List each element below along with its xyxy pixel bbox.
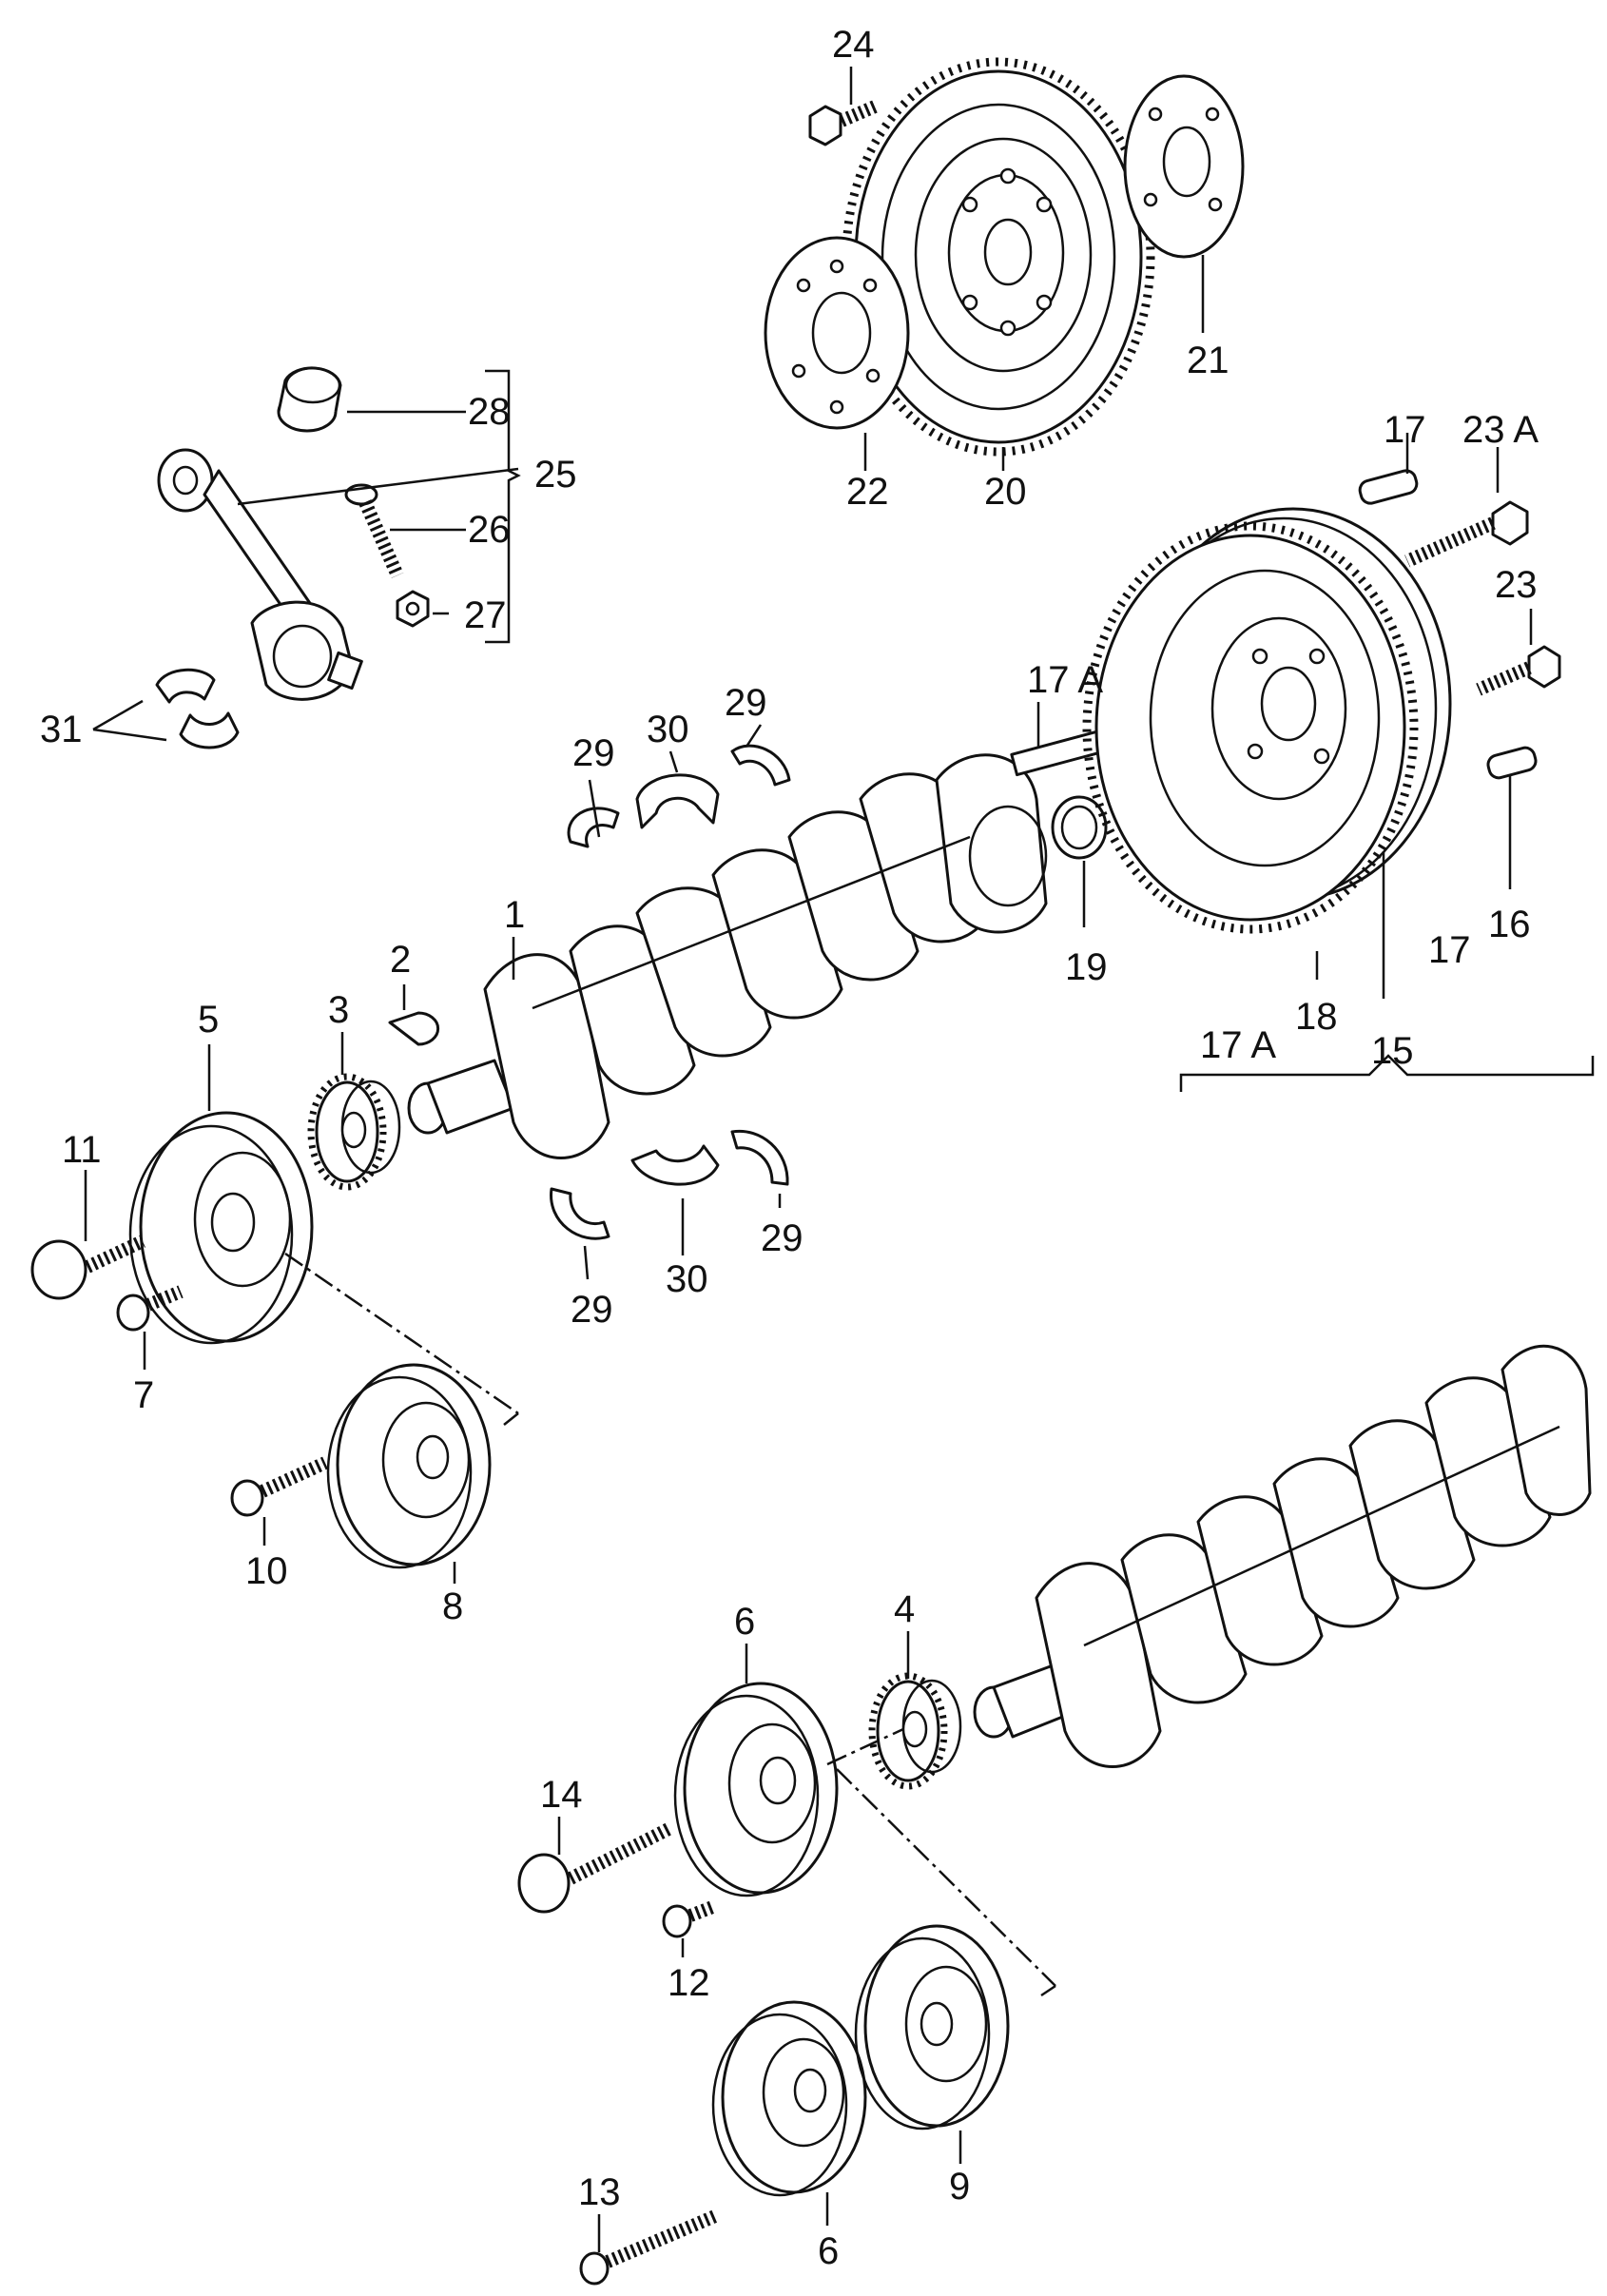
bolt-icon (344, 483, 404, 578)
callout-3: 3 (328, 989, 349, 1031)
callout-29-a: 29 (725, 682, 767, 724)
callout-6-top: 6 (734, 1601, 755, 1643)
callout-20: 20 (984, 471, 1027, 513)
woodruff-key-icon (388, 1011, 440, 1046)
group-brackets (485, 369, 1595, 1092)
callout-21: 21 (1187, 340, 1229, 381)
callout-26: 26 (468, 509, 511, 551)
callout-24: 24 (832, 24, 875, 66)
bolt-icon (1404, 500, 1561, 696)
pulley-icon (854, 1924, 1010, 2131)
callout-14: 14 (540, 1774, 583, 1816)
bolt-icon (517, 1821, 718, 2286)
connecting-rod-icon (157, 448, 363, 701)
callout-4: 4 (894, 1588, 915, 1630)
bearing-shell-icon (630, 773, 720, 1186)
callout-19: 19 (1065, 946, 1108, 988)
callout-8: 8 (442, 1586, 463, 1627)
callout-17-top: 17 (1384, 409, 1426, 451)
bolt-icon (808, 100, 878, 146)
callout-23: 23 (1495, 564, 1538, 606)
callout-12: 12 (668, 1962, 710, 2004)
callout-17A-right: 17 A (1200, 1024, 1276, 1066)
callout-30-b: 30 (666, 1258, 708, 1300)
bearing-shell-icon (155, 668, 240, 749)
leader-lines (84, 67, 1533, 2252)
callout-18: 18 (1295, 996, 1338, 1038)
callout-9: 9 (949, 2166, 970, 2208)
callout-7: 7 (133, 1374, 154, 1416)
drive-plate-icon (764, 236, 910, 430)
pulley-icon (326, 1363, 492, 1569)
pulley-icon (673, 1682, 839, 1897)
timing-sprocket-icon (307, 1073, 401, 1191)
pulley-icon (128, 1111, 314, 1345)
callout-29-b: 29 (572, 732, 615, 774)
spacer-disc-icon (1123, 74, 1245, 259)
callout-31: 31 (40, 709, 83, 750)
nut-icon (396, 590, 430, 628)
callout-17A-top: 17 A (1027, 659, 1103, 701)
callout-27: 27 (464, 594, 507, 636)
callout-15: 15 (1371, 1030, 1414, 1072)
callout-29-d: 29 (571, 1289, 613, 1331)
callout-labels: 24 21 22 20 28 25 26 27 31 17 23 A 23 17… (40, 24, 1539, 2272)
callout-23A: 23 A (1462, 409, 1539, 451)
crankshaft-icon (973, 1344, 1592, 1768)
callout-25: 25 (534, 454, 577, 496)
callout-6-bottom: 6 (818, 2230, 839, 2272)
piston-pin-bush-icon (277, 366, 342, 433)
callout-30-a: 30 (647, 709, 689, 750)
callout-16: 16 (1488, 904, 1531, 945)
callout-28: 28 (468, 391, 511, 433)
callout-10: 10 (245, 1550, 288, 1592)
callout-1: 1 (504, 894, 525, 936)
callout-13: 13 (578, 2171, 621, 2213)
dowel-pin-icon (1358, 469, 1538, 780)
crankshaft-icon (407, 753, 1048, 1159)
assembly-axis-lines (284, 1252, 1056, 1997)
pulley-icon (711, 2000, 867, 2197)
callout-5: 5 (198, 999, 219, 1041)
flywheel-icon (1082, 507, 1452, 934)
callout-17-right: 17 (1428, 929, 1471, 971)
bolt-icon (30, 1235, 328, 1517)
callout-11: 11 (62, 1129, 102, 1171)
callout-2: 2 (390, 939, 411, 981)
timing-sprocket-icon (868, 1672, 962, 1790)
flywheel-icon (842, 57, 1155, 457)
callout-22: 22 (846, 471, 889, 513)
callout-29-c: 29 (761, 1217, 804, 1259)
thrust-washer-icon (550, 744, 791, 1240)
needle-bearing-icon (1051, 795, 1108, 860)
